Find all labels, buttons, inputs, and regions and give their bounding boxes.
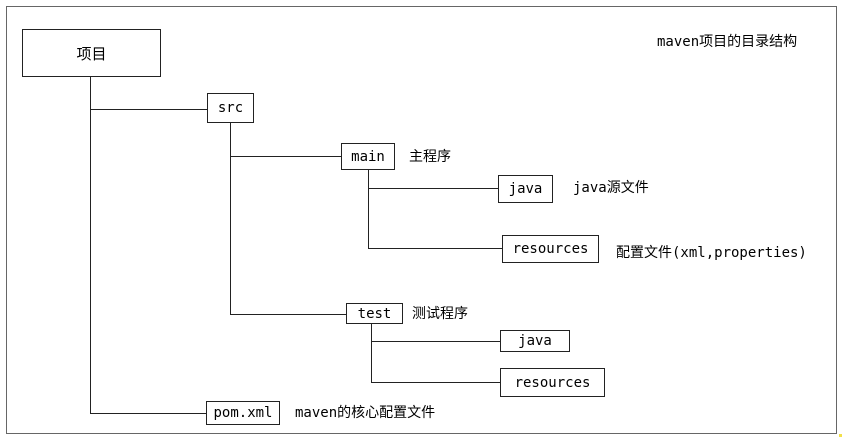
node-main-resources: resources	[502, 235, 599, 263]
node-project: 项目	[22, 29, 161, 77]
connector-to-test-java	[371, 341, 500, 342]
connector-src-trunk	[230, 123, 231, 314]
diagram-title: maven项目的目录结构	[657, 34, 798, 50]
annotation-test: 测试程序	[412, 306, 468, 322]
node-pom: pom.xml	[206, 401, 280, 425]
node-main-java: java	[498, 175, 553, 203]
annotation-pom: maven的核心配置文件	[295, 405, 436, 421]
connector-project-trunk	[90, 77, 91, 413]
connector-to-test	[230, 314, 346, 315]
annotation-main-java: java源文件	[573, 180, 649, 196]
connector-to-pom	[90, 413, 206, 414]
node-test-java: java	[500, 330, 570, 352]
node-test-resources: resources	[500, 368, 605, 397]
connector-to-main	[230, 156, 341, 157]
corner-mark	[839, 434, 842, 437]
diagram-frame	[6, 6, 837, 434]
connector-to-test-resources	[371, 382, 500, 383]
node-main: main	[341, 143, 395, 170]
node-test: test	[346, 303, 403, 324]
annotation-main: 主程序	[409, 149, 451, 165]
connector-to-src	[90, 109, 207, 110]
connector-to-main-java	[368, 188, 498, 189]
connector-main-trunk	[368, 170, 369, 248]
node-src: src	[207, 93, 254, 123]
connector-test-trunk	[371, 324, 372, 382]
connector-to-main-resources	[368, 248, 502, 249]
annotation-main-resources: 配置文件(xml,properties)	[616, 245, 807, 261]
